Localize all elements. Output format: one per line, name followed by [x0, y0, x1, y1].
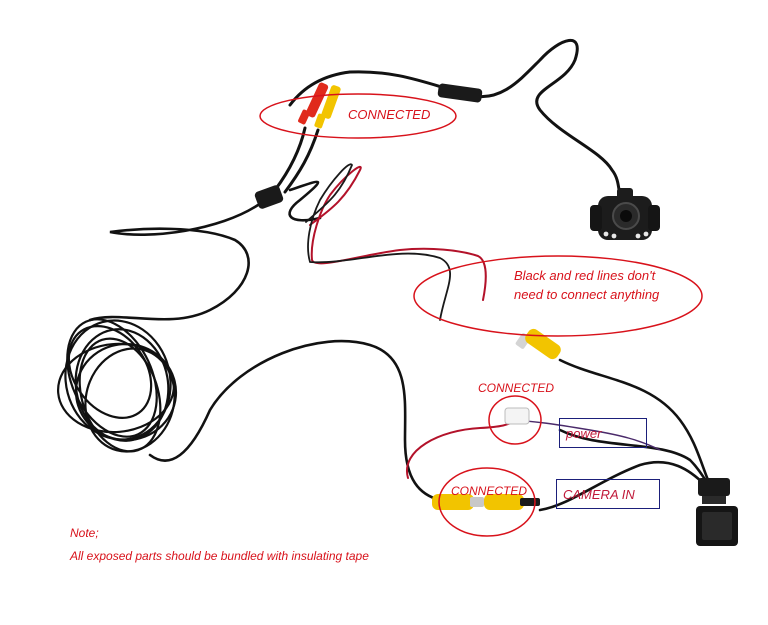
long-extension-cable: [88, 180, 322, 322]
note-title: Note;: [70, 526, 99, 540]
annotation-ellipses: [259, 93, 703, 537]
rca-connector-icon: [432, 494, 540, 510]
connected-label-bottom: CONNECTED: [451, 484, 528, 498]
rear-camera-icon: [590, 188, 660, 240]
cable-coil-icon: [56, 318, 178, 453]
inline-connector-top: [437, 83, 483, 103]
rca-connector-icon: [298, 82, 341, 129]
black-red-note-line2: need to connect anything: [514, 287, 660, 302]
camera-in-label: CAMERA IN: [563, 486, 635, 502]
rca-connector-icon: [515, 328, 561, 360]
power-label: power: [566, 425, 602, 441]
coil-to-rca-cable: [148, 339, 442, 502]
wire-connector-icon: [696, 478, 738, 546]
connected-label-top: CONNECTED: [348, 107, 431, 122]
wire-connector-icon: [254, 185, 284, 209]
black-red-note-line1: Black and red lines don't: [514, 268, 656, 283]
red-black-wire-pair: [305, 163, 487, 321]
camera-in-label-box: CAMERA IN: [556, 479, 660, 509]
connected-label-mid: CONNECTED: [478, 381, 555, 395]
note-text: All exposed parts should be bundled with…: [70, 549, 369, 563]
power-label-box: power: [559, 418, 647, 448]
wire-connector-icon: [504, 407, 530, 425]
